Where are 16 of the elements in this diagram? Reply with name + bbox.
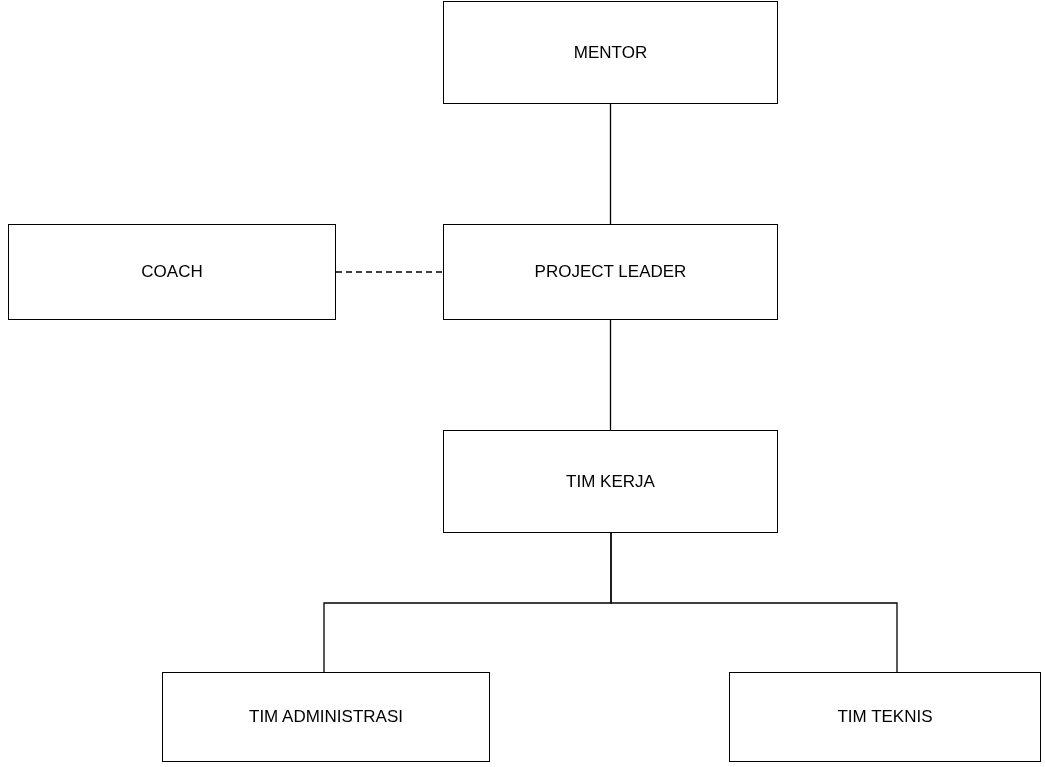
role-box	[443, 224, 778, 320]
connector-line	[610, 532, 898, 673]
role-label: TIM KERJA	[566, 471, 655, 492]
role-label: COACH	[141, 262, 203, 282]
role-label: TIM ADMINISTRASI	[249, 707, 403, 727]
role-label: PROJECT LEADER	[534, 262, 687, 282]
role-label: MENTOR	[573, 42, 648, 63]
role-label: TIM TEKNIS	[837, 707, 933, 727]
dashed-connector	[335, 271, 444, 273]
role-box	[162, 672, 490, 762]
role-box	[443, 1, 778, 104]
connector-line	[609, 103, 612, 225]
role-box	[8, 224, 336, 320]
role-box	[443, 430, 778, 533]
role-box	[729, 672, 1041, 762]
connector-line	[609, 319, 612, 431]
